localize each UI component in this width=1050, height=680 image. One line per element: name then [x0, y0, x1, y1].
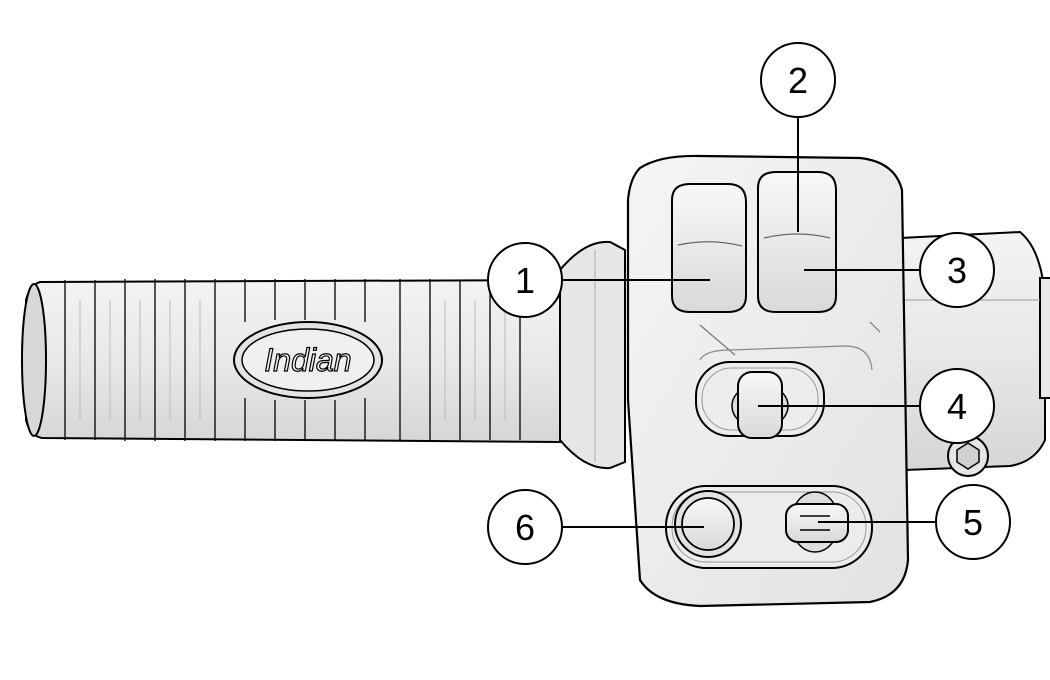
callout-4: 4 — [919, 368, 995, 444]
switch-button-2-3 — [757, 171, 837, 313]
callout-3-label: 3 — [947, 250, 967, 291]
grip-ribs — [64, 279, 521, 441]
callout-5-label: 5 — [963, 502, 983, 543]
indian-logo: Indian — [233, 321, 383, 399]
callout-leaders — [562, 117, 936, 528]
callout-6-label: 6 — [515, 507, 535, 548]
grip-end-cap — [21, 283, 47, 437]
callout-5: 5 — [935, 484, 1011, 560]
switch-button-5 — [785, 491, 849, 553]
switch-button-1 — [671, 183, 747, 313]
logo-text: Indian — [264, 342, 351, 378]
switch-button-4 — [695, 361, 825, 439]
callout-6: 6 — [487, 489, 563, 565]
callout-1-label: 1 — [515, 260, 535, 301]
grip-flange — [559, 240, 626, 470]
lower-button-panel — [665, 485, 873, 569]
callout-3: 3 — [919, 232, 995, 308]
callout-2: 2 — [760, 42, 836, 118]
callout-2-label: 2 — [788, 60, 808, 101]
switch-button-6 — [674, 490, 742, 558]
handlebar-grip: Indian — [21, 278, 561, 444]
callout-1: 1 — [487, 242, 563, 318]
callout-4-label: 4 — [947, 386, 967, 427]
